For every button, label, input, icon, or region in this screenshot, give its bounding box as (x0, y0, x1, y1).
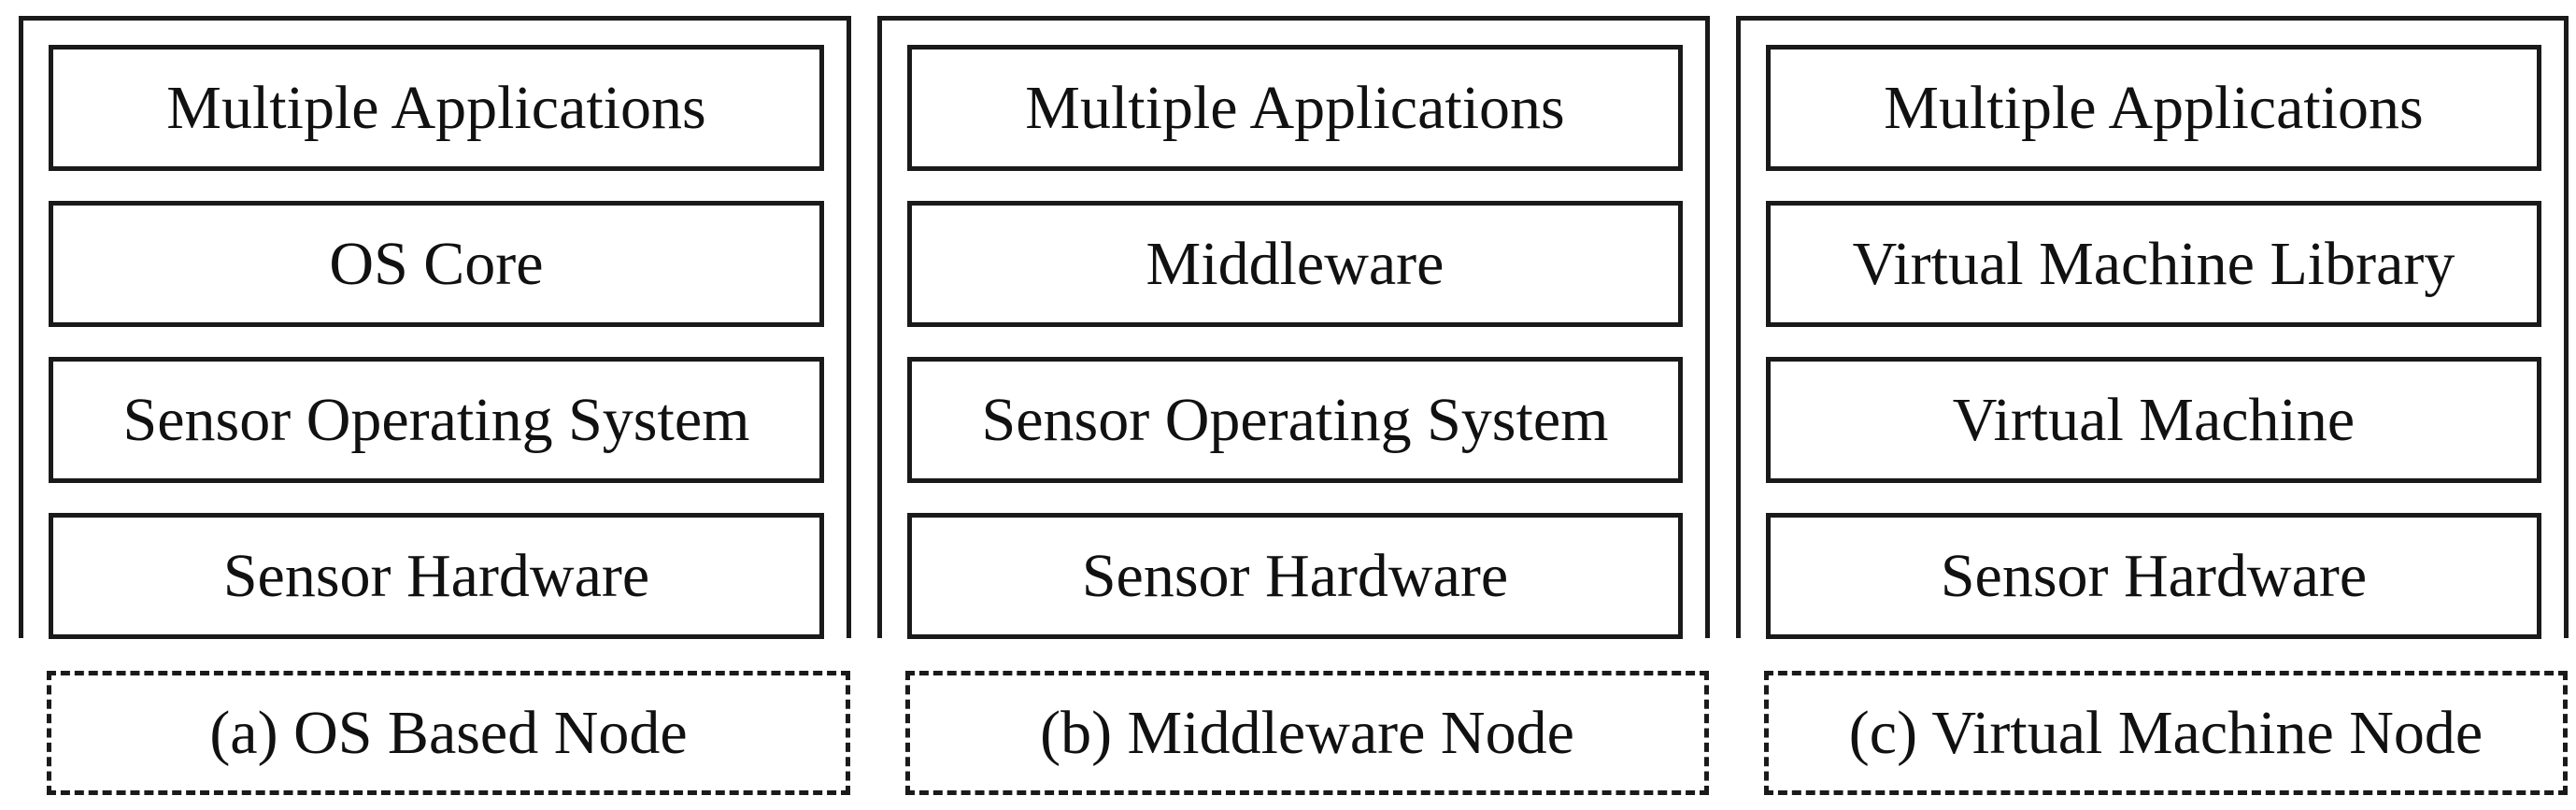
layer-multiple-applications: Multiple Applications (49, 45, 824, 171)
caption-middleware-node: (b) Middleware Node (905, 671, 1709, 795)
virtual-machine-node-stack (1736, 16, 2569, 638)
layer-sensor-operating-system: Sensor Operating System (907, 357, 1683, 483)
layer-multiple-applications: Multiple Applications (1766, 45, 2541, 171)
layer-sensor-hardware: Sensor Hardware (49, 513, 824, 639)
layer-sensor-hardware: Sensor Hardware (1766, 513, 2541, 639)
middleware-node-stack (877, 16, 1710, 638)
os-based-node-stack (19, 16, 851, 638)
layer-sensor-hardware: Sensor Hardware (907, 513, 1683, 639)
middleware-node-column: Multiple Applications Middleware Sensor … (859, 0, 1717, 810)
os-based-node-column: Multiple Applications OS Core Sensor Ope… (0, 0, 859, 810)
layer-virtual-machine-library: Virtual Machine Library (1766, 201, 2541, 327)
layer-sensor-operating-system: Sensor Operating System (49, 357, 824, 483)
layer-middleware: Middleware (907, 201, 1683, 327)
layer-virtual-machine: Virtual Machine (1766, 357, 2541, 483)
virtual-machine-node-column: Multiple Applications Virtual Machine Li… (1717, 0, 2576, 810)
layer-multiple-applications: Multiple Applications (907, 45, 1683, 171)
caption-virtual-machine-node: (c) Virtual Machine Node (1764, 671, 2568, 795)
caption-os-based-node: (a) OS Based Node (47, 671, 850, 795)
layer-os-core: OS Core (49, 201, 824, 327)
